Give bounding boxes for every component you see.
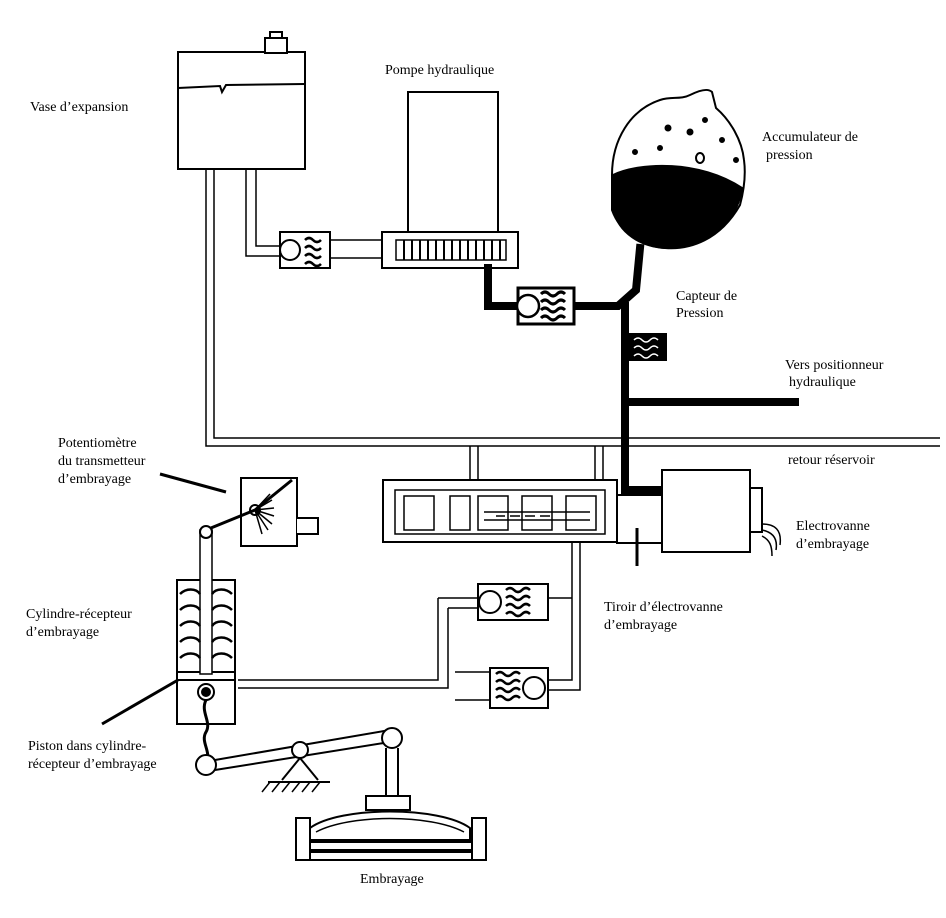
label-return: retour réservoir bbox=[788, 453, 875, 468]
label-slide-1: Tiroir d’électrovanne bbox=[604, 600, 723, 615]
pressure-lines bbox=[484, 243, 799, 494]
check-valve-1 bbox=[279, 231, 331, 269]
piston-pointer bbox=[101, 678, 179, 726]
check-valve-3 bbox=[477, 583, 549, 621]
check-valve-2 bbox=[515, 286, 576, 326]
label-accumulator-2: pression bbox=[766, 148, 813, 163]
label-slide-2: d’embrayage bbox=[604, 618, 678, 633]
label-sensor-1: Capteur de bbox=[676, 289, 738, 304]
expansion-tank bbox=[177, 31, 306, 170]
label-expansion-tank: Vase d’expansion bbox=[30, 100, 129, 115]
label-potentiometer-1: Potentiomètre bbox=[58, 436, 137, 451]
hydraulic-pump bbox=[381, 91, 519, 269]
return-pipes bbox=[238, 446, 604, 701]
potentiometer bbox=[159, 472, 319, 547]
label-positioner-2: hydraulique bbox=[789, 375, 856, 390]
label-potentiometer-3: d’embrayage bbox=[58, 472, 132, 487]
label-clutch: Embrayage bbox=[360, 872, 424, 887]
label-cylinder-2: d’embrayage bbox=[26, 625, 100, 640]
label-piston-2: récepteur d’embrayage bbox=[28, 757, 157, 772]
clutch-lever bbox=[195, 727, 403, 796]
solenoid-valve bbox=[382, 469, 782, 566]
clutch bbox=[295, 795, 487, 861]
label-solenoid-1: Electrovanne bbox=[796, 519, 870, 534]
label-sensor-2: Pression bbox=[676, 306, 724, 321]
label-piston-1: Piston dans cylindre- bbox=[28, 739, 147, 754]
pressure-accumulator bbox=[611, 88, 746, 250]
label-solenoid-2: d’embrayage bbox=[796, 537, 870, 552]
label-accumulator-1: Accumulateur de bbox=[762, 130, 859, 145]
tank-pipes bbox=[205, 169, 940, 447]
label-potentiometer-2: du transmetteur bbox=[58, 454, 146, 469]
check-valve-4 bbox=[489, 667, 549, 709]
pressure-sensor bbox=[629, 333, 667, 361]
slave-cylinder bbox=[176, 529, 236, 763]
label-cylinder-1: Cylindre-récepteur bbox=[26, 607, 132, 622]
label-positioner-1: Vers positionneur bbox=[785, 358, 884, 373]
label-pump: Pompe hydraulique bbox=[385, 63, 495, 78]
